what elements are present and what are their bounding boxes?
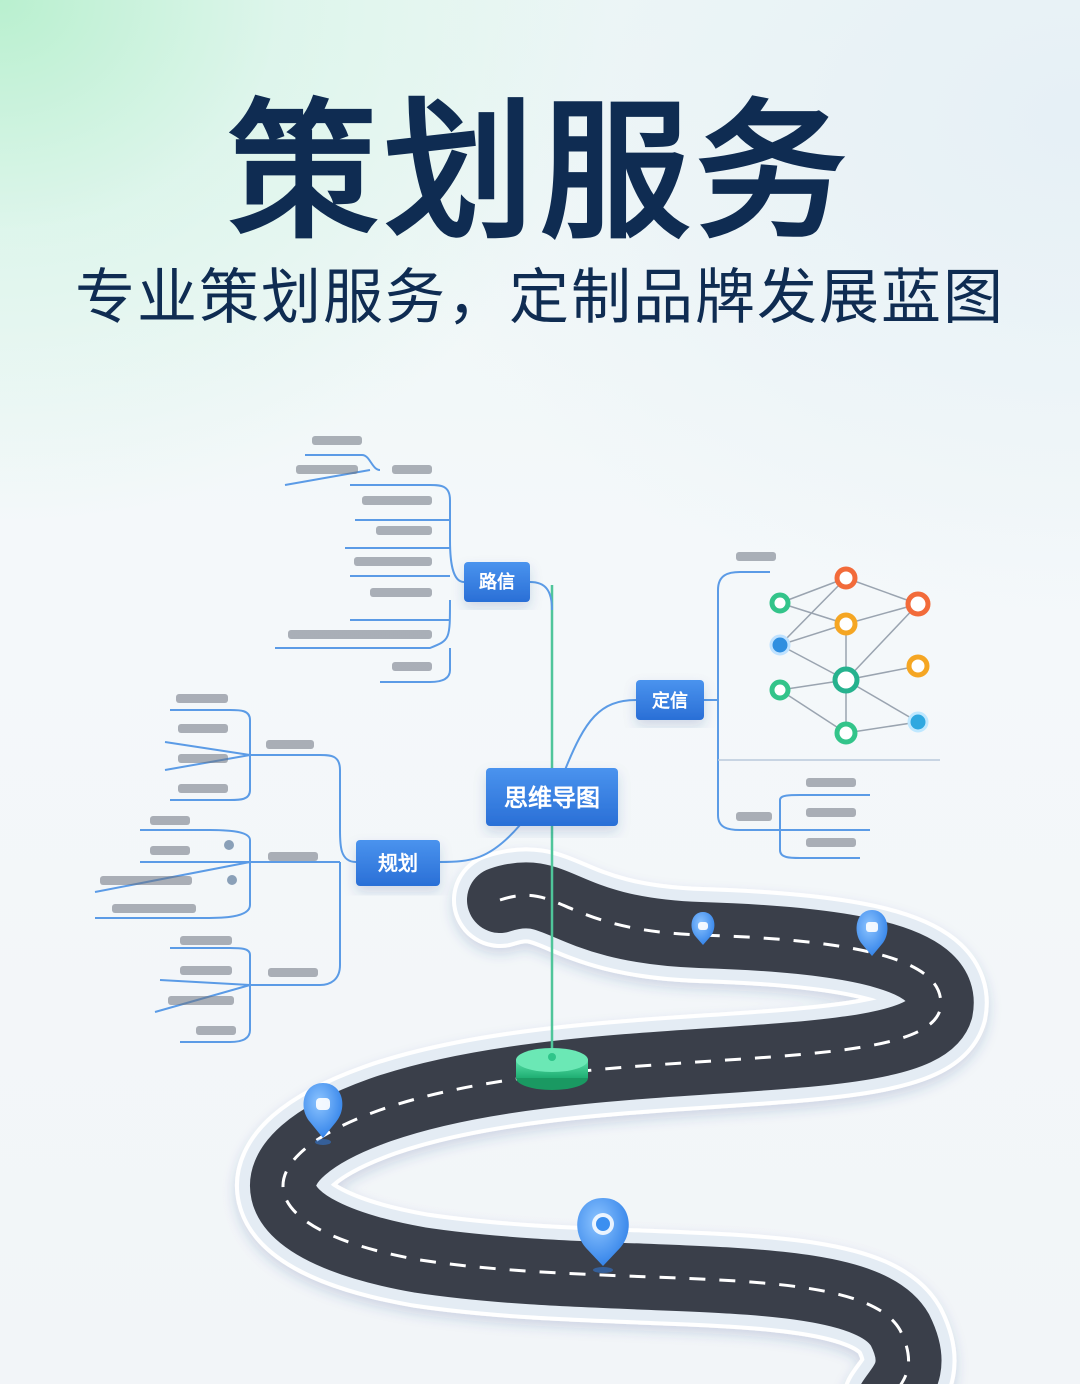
node-center: 思维导图 bbox=[486, 768, 618, 826]
mindmap-connectors bbox=[94, 454, 940, 1055]
network-graph-icon bbox=[769, 566, 931, 745]
svg-text:规划: 规划 bbox=[378, 851, 418, 875]
map-pin-icon bbox=[303, 1083, 343, 1145]
mindmap-road-illustration: 路信 定信 规划 思维导图 bbox=[94, 436, 989, 1384]
map-pin-icon bbox=[856, 910, 888, 956]
page-subtitle: 专业策划服务，定制品牌发展蓝图 bbox=[75, 263, 1005, 333]
node-right: 定信 bbox=[636, 680, 704, 720]
svg-text:定信: 定信 bbox=[652, 690, 688, 712]
green-base-platform bbox=[516, 1048, 588, 1090]
mindmap-leaf-labels bbox=[100, 436, 856, 1035]
node-top: 路信 bbox=[464, 562, 530, 602]
page-title: 策划服务 bbox=[227, 86, 852, 260]
map-pin-icon bbox=[691, 912, 715, 945]
node-left: 规划 bbox=[356, 840, 440, 886]
svg-text:路信: 路信 bbox=[479, 571, 515, 593]
svg-text:思维导图: 思维导图 bbox=[504, 784, 600, 812]
road bbox=[235, 847, 989, 1384]
map-pin-icon bbox=[577, 1198, 629, 1273]
